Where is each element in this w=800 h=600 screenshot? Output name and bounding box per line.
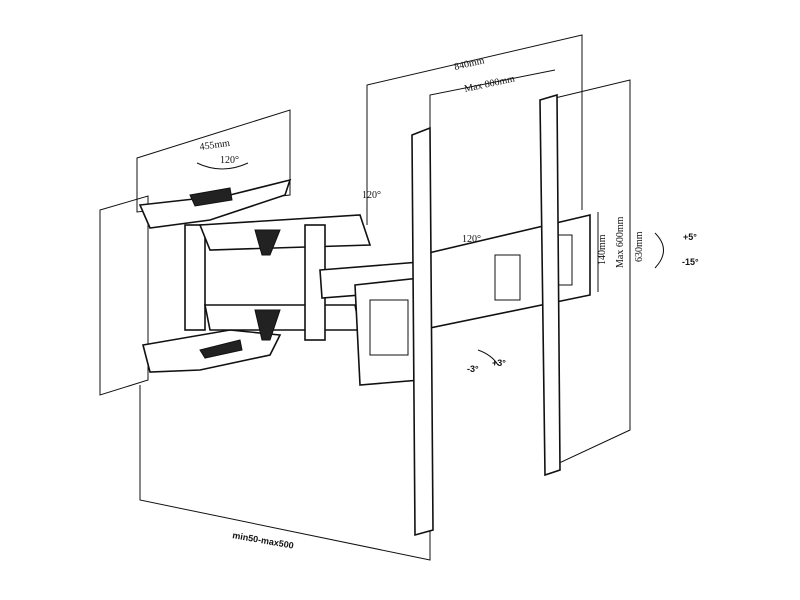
extension-plane (139, 385, 431, 561)
tv-plate (411, 93, 591, 537)
wall-plane (99, 195, 149, 396)
width-total-label: 840mm (453, 55, 485, 73)
plate-height-label: 140mm (597, 234, 608, 265)
mid-swivel-label: 120° (362, 190, 381, 201)
level-plus-label: +3° (492, 358, 506, 368)
plate-swivel-label: 120° (462, 234, 481, 245)
tilt-down-label: -15° (682, 257, 699, 267)
width-plane (366, 34, 583, 225)
lower-arm-hinge (254, 309, 281, 341)
arm-depth-plane (136, 109, 291, 213)
upper-vent (189, 187, 233, 207)
lower-arm-1 (204, 304, 361, 331)
wall-column (184, 224, 206, 331)
tv-bracket-window (369, 299, 409, 356)
upper-arm-1 (198, 214, 372, 251)
extension-label: min50-max500 (232, 530, 295, 551)
tv-bracket-frame (354, 277, 421, 386)
left-vertical-rail (411, 126, 434, 537)
height-total-label: 630mm (634, 231, 645, 262)
arm-depth-label: 455mm (199, 138, 231, 153)
lower-vent (199, 339, 243, 359)
upper-arm-hinge (254, 229, 281, 256)
wall-plate-and-arms (138, 178, 426, 386)
top-swivel-label: 120° (220, 155, 239, 166)
vesa-height-label: Max 600mm (615, 216, 626, 268)
vesa-width-label: Max 800mm (463, 73, 516, 94)
horizontal-plate (419, 213, 591, 331)
tilt-arc (654, 232, 664, 269)
top-swivel-arc (196, 162, 249, 170)
level-arc (477, 349, 499, 366)
level-minus-label: -3° (467, 364, 479, 374)
plate-slot-1 (494, 254, 521, 301)
tilt-up-label: +5° (683, 232, 697, 242)
right-vertical-rail (539, 93, 561, 477)
